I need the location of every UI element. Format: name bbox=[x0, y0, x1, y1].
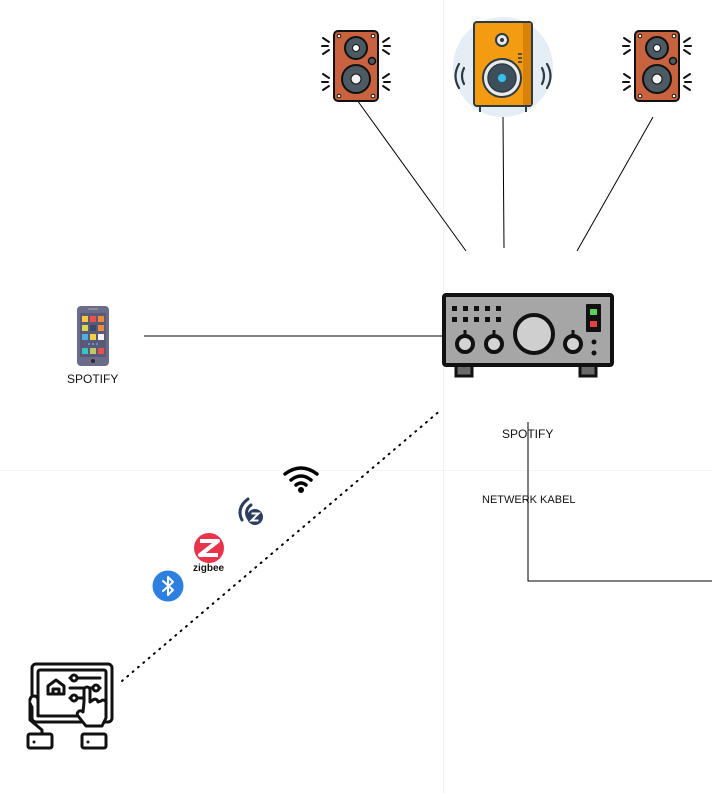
speaker-icon bbox=[622, 30, 692, 102]
network-cable-label: NETWERK KABEL bbox=[482, 494, 576, 506]
smart-home-tablet-icon bbox=[26, 662, 114, 750]
zigbee-icon bbox=[194, 533, 224, 563]
zigbee-label: zigbee bbox=[193, 563, 225, 574]
speaker-center[interactable] bbox=[452, 16, 554, 118]
bluetooth-icon bbox=[152, 570, 184, 602]
protocol-z-wave bbox=[232, 496, 266, 528]
protocol-bluetooth bbox=[152, 570, 184, 602]
amplifier-icon bbox=[442, 293, 614, 378]
edge-tablet-amplifier[interactable] bbox=[121, 408, 443, 682]
protocol-wifi bbox=[282, 464, 320, 494]
smartphone-icon bbox=[77, 306, 109, 366]
amplifier[interactable] bbox=[442, 292, 614, 380]
z-wave-icon bbox=[238, 497, 263, 525]
edge-network-cable[interactable] bbox=[527, 422, 712, 582]
edge-speaker-left-amplifier[interactable] bbox=[356, 99, 467, 252]
wifi-icon bbox=[283, 466, 319, 493]
speaker-icon bbox=[321, 30, 391, 102]
amplifier-spotify-label: SPOTIFY bbox=[502, 427, 554, 441]
edge-speaker-right-amplifier[interactable] bbox=[576, 116, 654, 252]
speaker-icon bbox=[453, 17, 553, 117]
smart-home-tablet[interactable] bbox=[24, 660, 116, 752]
edge-speaker-center-amplifier[interactable] bbox=[502, 116, 505, 249]
phone[interactable] bbox=[76, 305, 110, 367]
canvas-grid-vertical bbox=[443, 0, 444, 793]
speaker-right[interactable] bbox=[621, 28, 693, 104]
phone-label: SPOTIFY bbox=[67, 372, 119, 386]
canvas-grid-horizontal bbox=[0, 470, 712, 471]
speaker-left[interactable] bbox=[320, 28, 392, 104]
protocol-zigbee: zigbee bbox=[190, 533, 228, 577]
